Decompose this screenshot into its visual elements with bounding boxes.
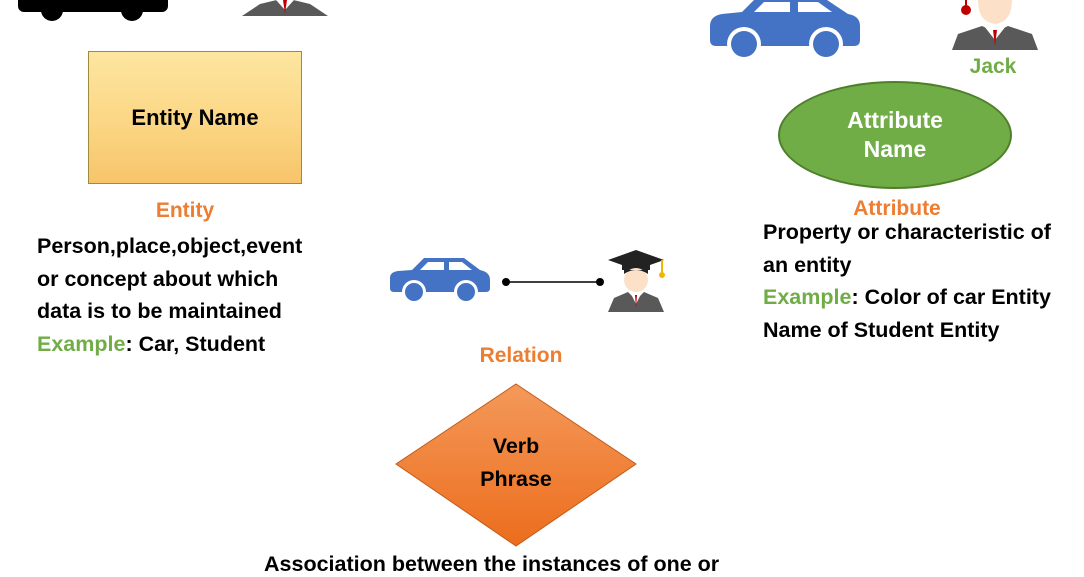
student-icon xyxy=(608,250,665,312)
attribute-description-line: an entity xyxy=(763,252,852,277)
attribute-example: Example: Color of car Entity xyxy=(763,281,1051,314)
relation-heading: Relation xyxy=(479,344,563,367)
relation-description: Association between the instances of one… xyxy=(264,552,720,576)
entity-shape-label: Entity Name xyxy=(131,104,259,130)
attribute-shape: Attribute Name xyxy=(778,81,1012,189)
attribute-shape-label-line: Name xyxy=(863,136,927,162)
attribute-example-line: Name of Student Entity xyxy=(763,317,1000,342)
relation-shape-label-line: Phrase xyxy=(480,467,552,491)
entity-description-line: data is to be maintained xyxy=(37,299,282,323)
attribute-example-label: Example xyxy=(763,285,852,309)
blue-car-icon xyxy=(390,258,490,304)
relation-illustration xyxy=(390,250,665,312)
attribute-owner-label: Jack xyxy=(969,55,1017,78)
attribute-shape-label: Attribute Name xyxy=(847,106,943,164)
student-icon xyxy=(242,0,328,16)
attribute-shape-label-line: Attribute xyxy=(847,107,943,133)
entity-example: Example: Car, Student xyxy=(37,328,302,361)
relation-shape-label-line: Verb xyxy=(492,434,540,458)
attribute-description-line: Property or characteristic of xyxy=(763,220,1051,244)
blue-car-icon xyxy=(710,0,860,61)
attribute-example-text: : Color of car Entity xyxy=(851,285,1051,309)
entity-example-text: : Car, Student xyxy=(125,331,266,356)
relation-connector-line xyxy=(502,278,604,286)
attribute-heading: Attribute xyxy=(853,197,941,220)
student-icon xyxy=(952,0,1038,50)
entity-description: Person,place,object,event or concept abo… xyxy=(37,230,302,360)
entity-description-line: or concept about which xyxy=(37,266,279,291)
attribute-description: Property or characteristic of an entity … xyxy=(763,216,1051,346)
relation-shape xyxy=(395,383,637,547)
entity-example-label: Example xyxy=(37,331,126,356)
relation-shape-label: Verb Phrase xyxy=(444,430,588,496)
entity-shape: Entity Name xyxy=(88,51,302,184)
entity-description-line: Person,place,object,event xyxy=(37,234,303,258)
black-car-icon xyxy=(18,0,168,21)
entity-heading: Entity xyxy=(155,199,215,222)
